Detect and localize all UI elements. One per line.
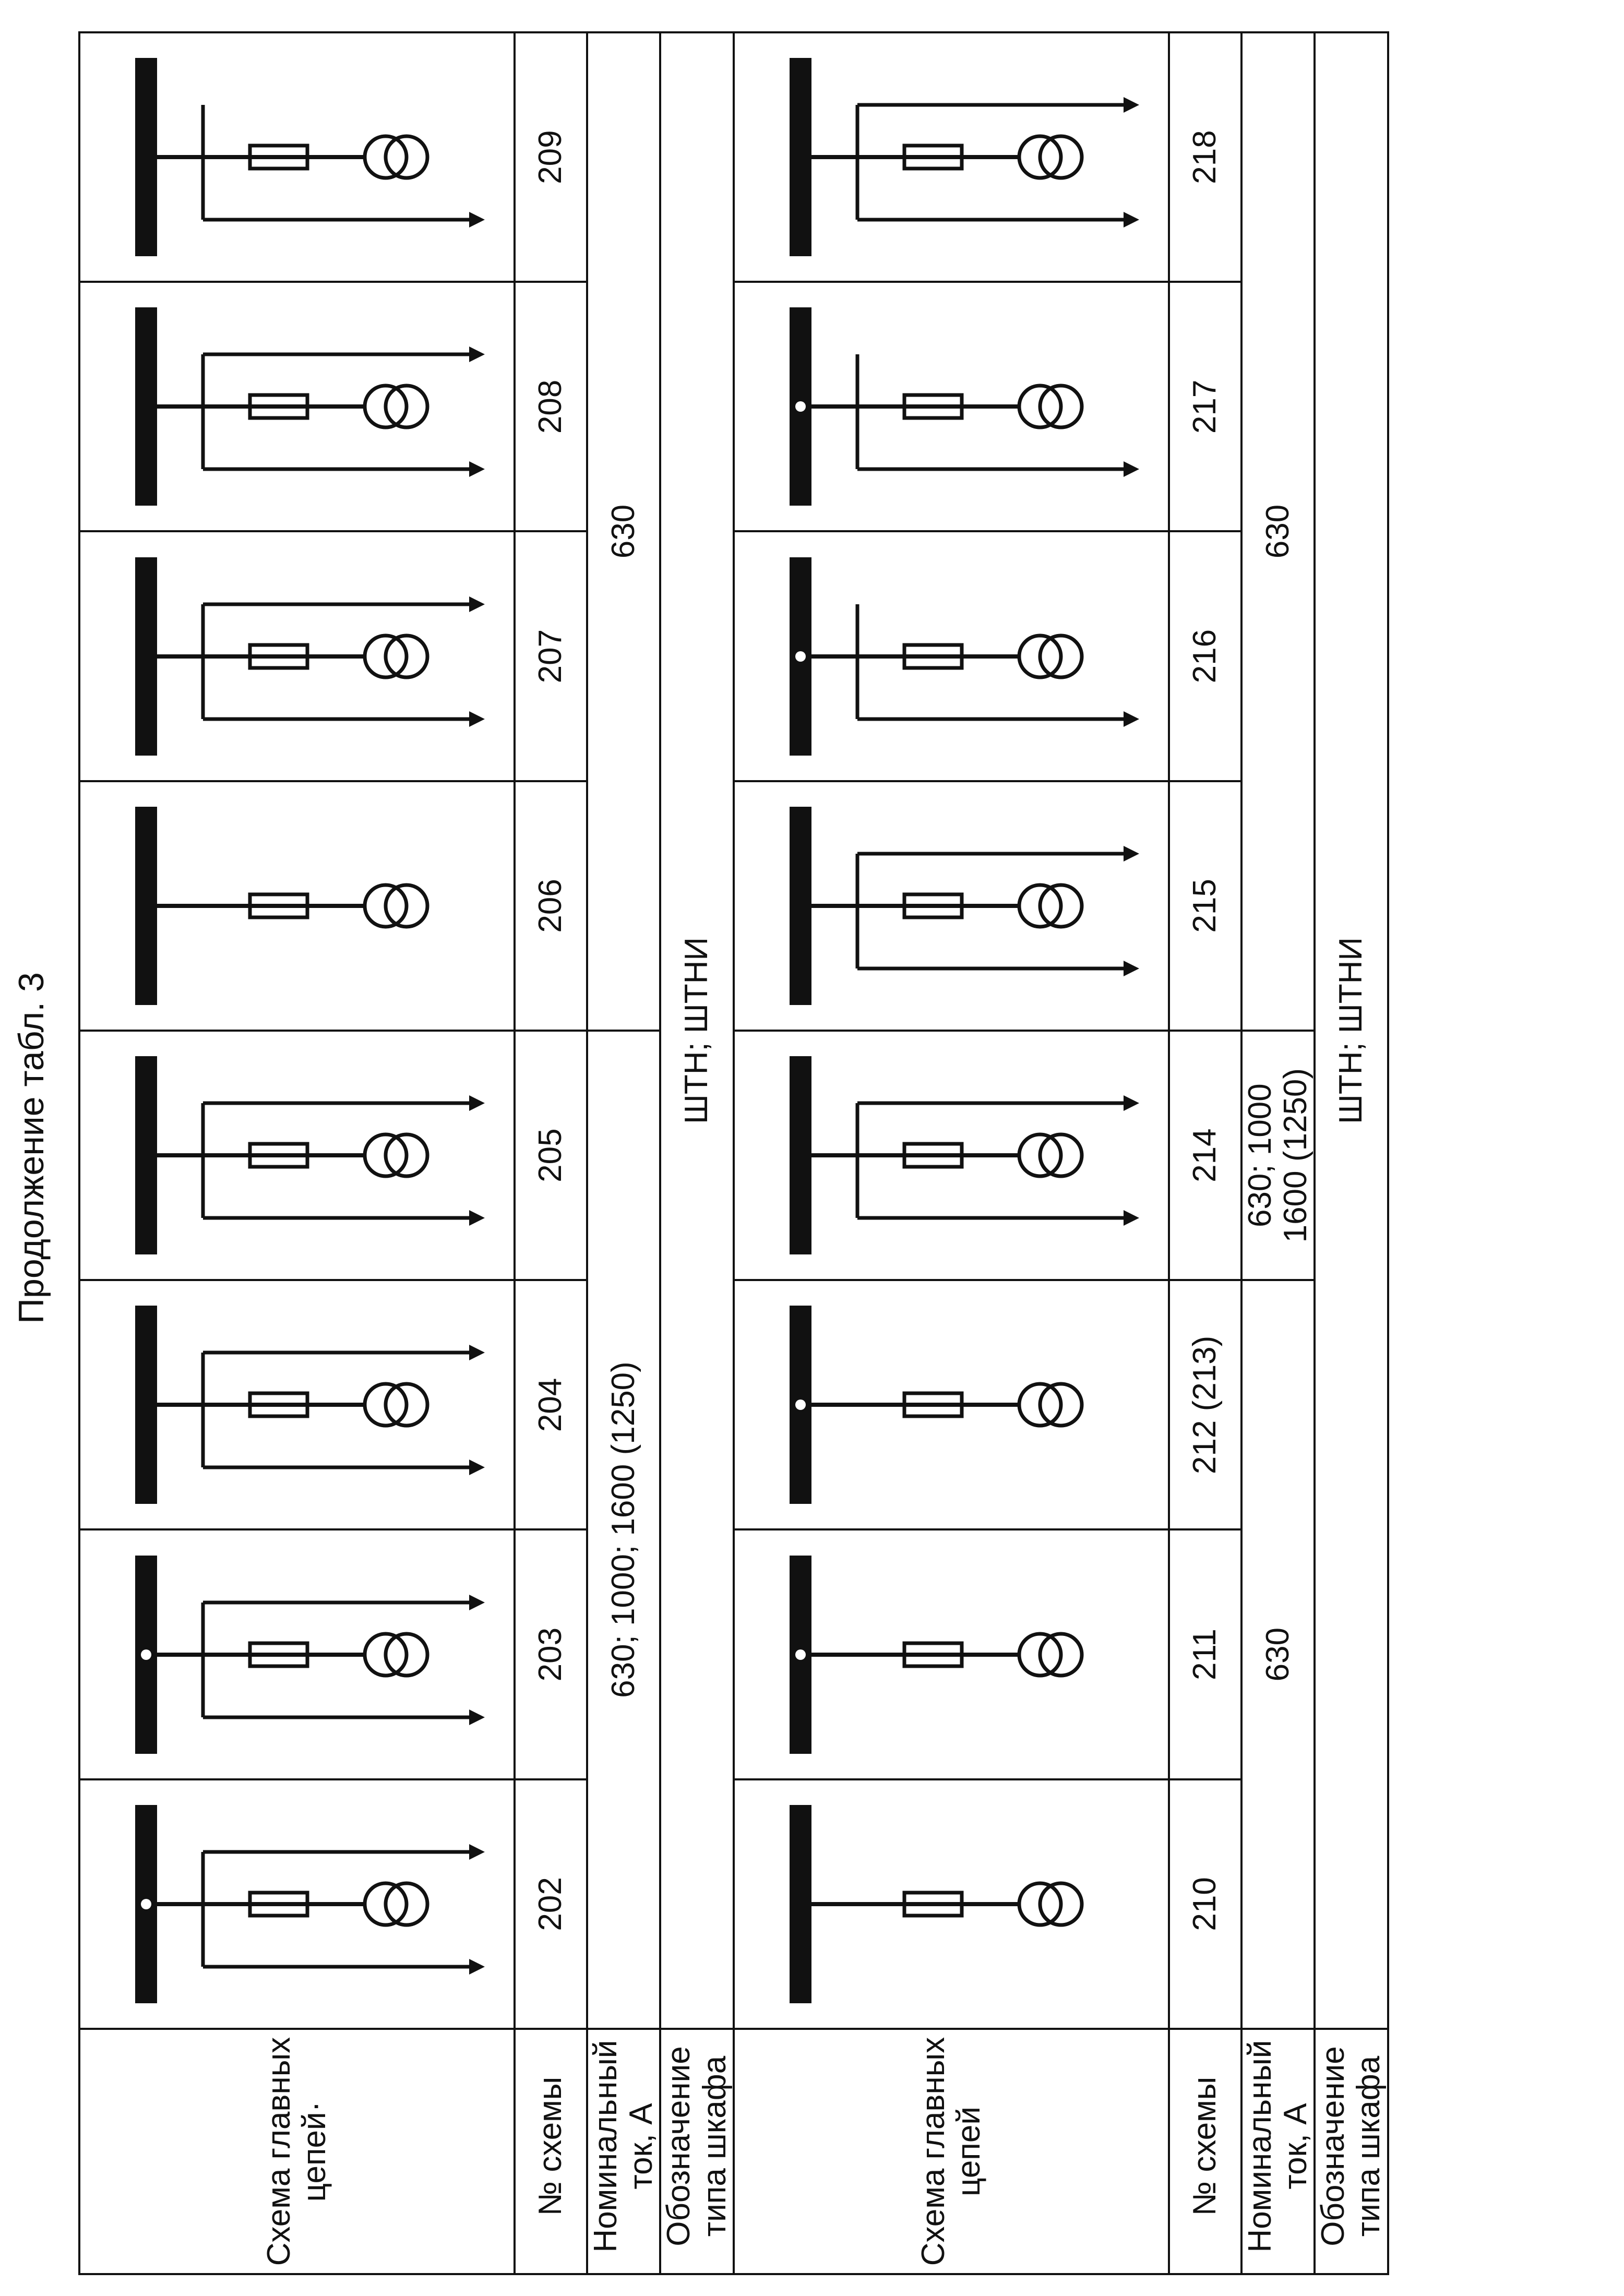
diagram-cell xyxy=(79,282,515,532)
diagram-cell xyxy=(79,1529,515,1779)
diagram-cell xyxy=(733,282,1169,532)
diagram-cell xyxy=(79,531,515,781)
scheme-diagram-206 xyxy=(135,806,429,1005)
scheme-diagram-216 xyxy=(789,557,1139,756)
current-value-stacked: 630; 1000 1600 (1250) xyxy=(1241,1031,1315,1281)
diagram-cell xyxy=(733,1779,1169,2029)
scheme-number: 211 xyxy=(1168,1529,1241,1779)
scheme-number: 202 xyxy=(515,1779,587,2029)
top-scheme-label: Схема главных цепей· xyxy=(79,2029,515,2274)
top-number-label: № схемы xyxy=(515,2029,587,2274)
current-value-line: 630; 1000 xyxy=(1241,1083,1278,1228)
diagram-cell xyxy=(733,32,1169,282)
current-value: 630 xyxy=(1241,1280,1315,2029)
cabinet-type: ШТН; ШТНИ xyxy=(1315,32,1388,2029)
scheme-number: 217 xyxy=(1168,282,1241,532)
scheme-diagram-202 xyxy=(135,1804,485,2003)
diagram-cell xyxy=(733,1529,1169,1779)
scheme-number: 208 xyxy=(515,282,587,532)
top-number-row: № схемы 202 203 204 205 206 207 208 209 xyxy=(515,32,587,2274)
top-type-label: Обозначение типа шкафа xyxy=(660,2029,734,2274)
diagram-cell xyxy=(79,1280,515,1530)
bottom-scheme-label-text: Схема главных цепей xyxy=(915,2037,987,2266)
current-value: 630 xyxy=(1241,32,1315,1031)
current-value: 630 xyxy=(587,32,661,1031)
bottom-diagram-row: Схема главных цепей xyxy=(733,32,1169,2274)
scheme-diagram-208 xyxy=(135,307,485,506)
bottom-type-row: Обозначение типа шкафа ШТН; ШТНИ xyxy=(1315,32,1388,2274)
diagram-cell xyxy=(733,1031,1169,1281)
diagram-cell xyxy=(79,1031,515,1281)
scheme-diagram-214 xyxy=(789,1056,1139,1255)
schemes-table: Схема главных цепей· № схемы 202 203 204… xyxy=(78,31,1389,2275)
current-value: 630; 1000; 1600 (1250) xyxy=(587,1031,661,2029)
diagram-cell xyxy=(79,32,515,282)
top-current-row: Номинальный ток, А 630; 1000; 1600 (1250… xyxy=(587,32,661,2274)
scheme-diagram-215 xyxy=(789,806,1139,1005)
top-diagram-row: Схема главных цепей· xyxy=(79,32,515,2274)
scheme-diagram-212 xyxy=(789,1306,1084,1504)
scheme-number: 205 xyxy=(515,1031,587,1281)
scheme-number: 206 xyxy=(515,781,587,1031)
scheme-diagram-209 xyxy=(135,58,485,257)
scheme-diagram-211 xyxy=(789,1555,1084,1754)
scheme-diagram-203 xyxy=(135,1555,485,1754)
scheme-number: 218 xyxy=(1168,32,1241,282)
bottom-number-label: № схемы xyxy=(1168,2029,1241,2274)
scheme-diagram-207 xyxy=(135,557,485,756)
diagram-cell xyxy=(79,1779,515,2029)
table-caption: Продолжение табл. 3 xyxy=(11,972,51,1324)
diagram-cell xyxy=(733,781,1169,1031)
current-value-line: 1600 (1250) xyxy=(1277,1068,1313,1243)
top-type-row: Обозначение типа шкафа ШТН; ШТНИ xyxy=(660,32,734,2274)
scheme-number: 215 xyxy=(1168,781,1241,1031)
scheme-number: 212 (213) xyxy=(1168,1280,1241,1530)
bottom-current-label: Номинальный ток, А xyxy=(1241,2029,1315,2274)
scheme-number: 204 xyxy=(515,1280,587,1530)
diagram-cell xyxy=(79,781,515,1031)
bottom-scheme-label: Схема главных цепей xyxy=(733,2029,1169,2274)
scheme-number: 216 xyxy=(1168,531,1241,781)
scheme-number: 214 xyxy=(1168,1031,1241,1281)
bottom-type-label: Обозначение типа шкафа xyxy=(1315,2029,1388,2274)
top-scheme-label-text: Схема главных цепей· xyxy=(260,2037,332,2266)
scheme-diagram-218 xyxy=(789,58,1139,257)
cabinet-type: ШТН; ШТНИ xyxy=(660,32,734,2029)
scheme-number: 207 xyxy=(515,531,587,781)
scheme-number: 203 xyxy=(515,1529,587,1779)
bottom-number-row: № схемы 210 211 212 (213) 214 215 216 21… xyxy=(1168,32,1241,2274)
scheme-diagram-205 xyxy=(135,1056,485,1255)
scheme-diagram-217 xyxy=(789,307,1139,506)
scheme-diagram-210 xyxy=(789,1804,1084,2003)
top-current-label: Номинальный ток, А xyxy=(587,2029,661,2274)
bottom-current-row: Номинальный ток, А 630 630; 1000 1600 (1… xyxy=(1241,32,1315,2274)
scheme-number: 210 xyxy=(1168,1779,1241,2029)
scheme-diagram-204 xyxy=(135,1306,485,1504)
diagram-cell xyxy=(733,1280,1169,1530)
diagram-cell xyxy=(733,531,1169,781)
scheme-number: 209 xyxy=(515,32,587,282)
